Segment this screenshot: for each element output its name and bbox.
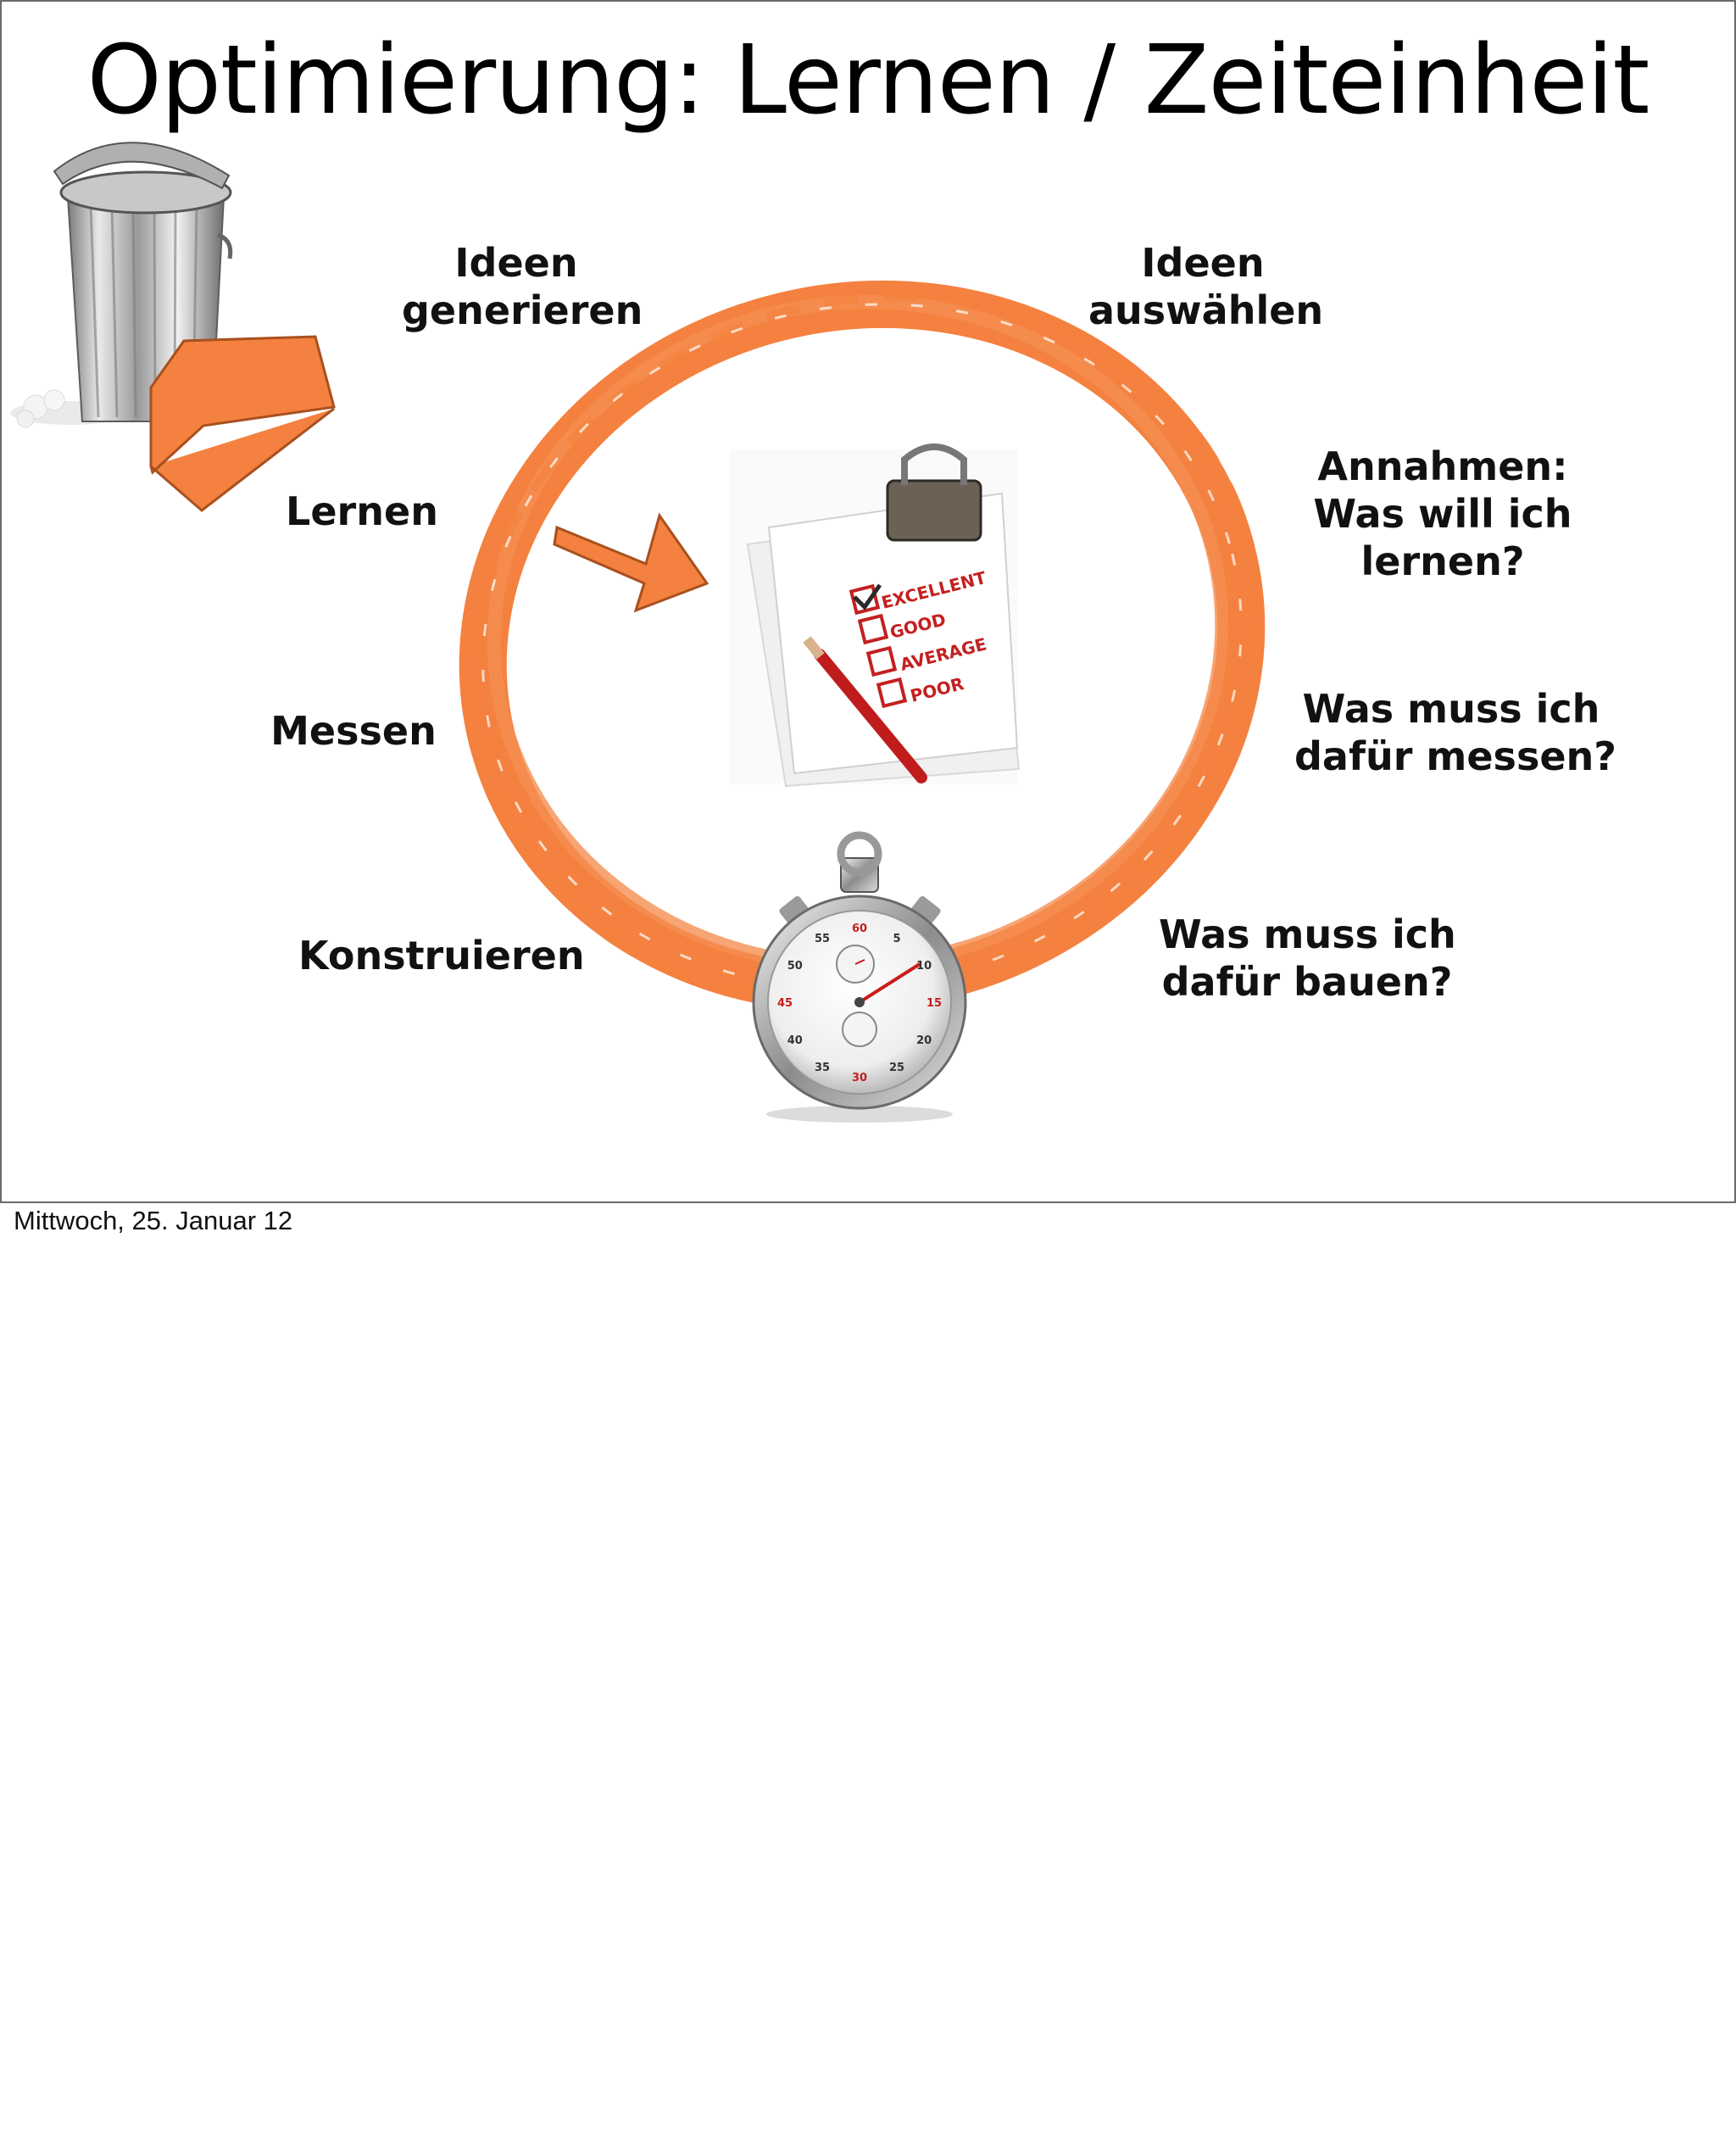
checklist-icon (729, 443, 1021, 788)
slide-title: Optimierung: Lernen / Zeiteinheit (86, 25, 1650, 136)
label-line: generieren (402, 287, 643, 333)
label-line: Ideen (1141, 240, 1265, 286)
label-line: dafür bauen? (1161, 959, 1453, 1005)
stopwatch-number: 45 (777, 997, 793, 1010)
label-line: dafür messen? (1294, 733, 1616, 779)
label-line: Was muss ich (1159, 911, 1456, 957)
label-line: Was muss ich (1302, 686, 1600, 732)
stopwatch-number: 15 (926, 997, 942, 1010)
label-ideen-generieren: Ideen generieren (402, 239, 643, 334)
stopwatch-number: 5 (893, 933, 900, 945)
footer-date: Mittwoch, 25. Januar 12 (14, 1206, 293, 1235)
label-ideen-auswaehlen: Ideen auswählen (1088, 239, 1324, 334)
up-arrow-icon (149, 335, 336, 512)
stopwatch-number: 55 (815, 933, 830, 945)
label-line: auswählen (1088, 287, 1324, 333)
stopwatch-number: 60 (852, 923, 867, 935)
label-line: Was will ich (1313, 491, 1572, 537)
label-line: Annahmen: (1317, 443, 1568, 489)
label-messen: Messen (270, 708, 437, 754)
stopwatch-number: 30 (852, 1072, 867, 1084)
right-arrow-icon (553, 512, 709, 613)
label-bauen-frage: Was muss ich dafür bauen? (1159, 911, 1456, 1006)
stopwatch-icon (752, 831, 967, 1123)
label-line: Ideen (454, 240, 578, 286)
label-annahmen: Annahmen: Was will ich lernen? (1299, 443, 1587, 585)
stopwatch-numbers: 60 5 10 15 20 25 30 35 40 45 50 55 (777, 923, 942, 1084)
stopwatch-number: 25 (889, 1062, 904, 1074)
label-line: lernen? (1360, 538, 1525, 584)
label-konstruieren: Konstruieren (298, 933, 585, 978)
stopwatch-number: 10 (916, 960, 932, 973)
label-messen-frage: Was muss ich dafür messen? (1294, 685, 1616, 780)
stopwatch-number: 50 (787, 960, 803, 973)
stopwatch-number: 20 (916, 1034, 932, 1047)
stopwatch-number: 40 (787, 1034, 803, 1047)
stopwatch-number: 35 (815, 1062, 830, 1074)
label-lernen: Lernen (286, 488, 438, 534)
